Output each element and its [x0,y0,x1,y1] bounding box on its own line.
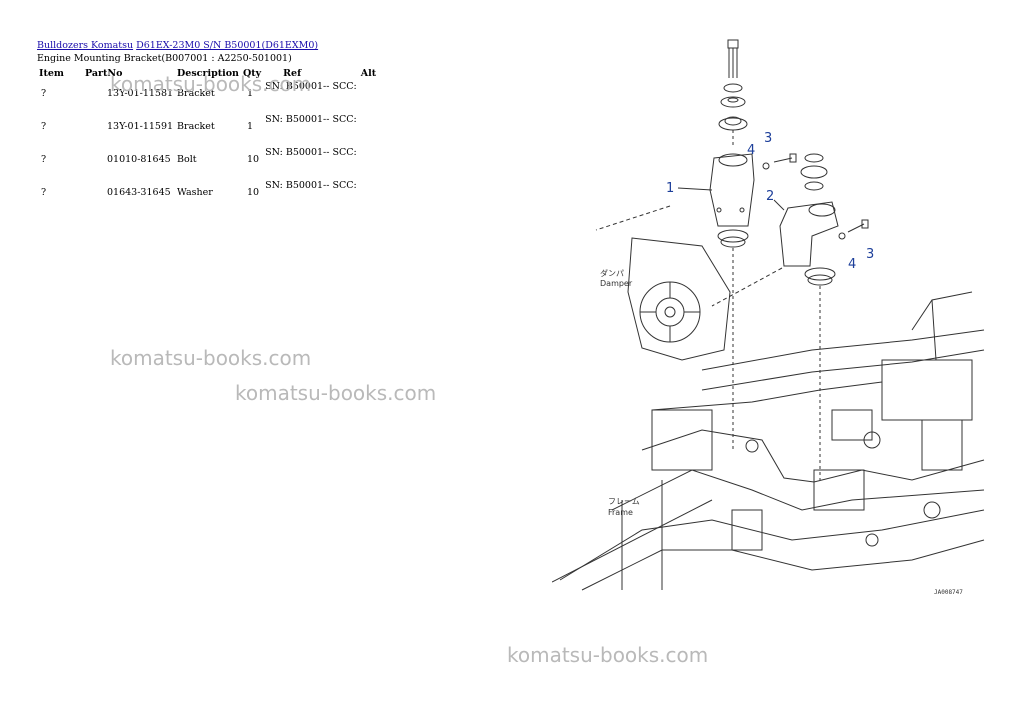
cell-partno: 13Y-01-11581 [107,88,174,99]
drawing-code: JA008747 [934,589,963,596]
col-header-description: Description [177,68,239,79]
cell-qty: 10 [246,154,260,165]
cell-description: Washer [177,187,213,198]
cell-alt [359,180,378,213]
callout-label: 3 [866,247,874,262]
watermark: komatsu-books.com [507,643,709,667]
callout-label: 2 [766,189,774,204]
cell-ref: SN: B50001-- SCC: [265,114,357,125]
cell-ref: SN: B50001-- SCC: [265,147,357,158]
frame-label-en: Frame [608,508,633,517]
cell-description: Bolt [177,154,197,165]
cell-item: ? [41,154,47,165]
cell-partno: 01010-81645 [107,154,171,165]
callout-label: 4 [747,143,755,158]
cell-partno: 13Y-01-11591 [107,121,174,132]
cell-ref: SN: B50001-- SCC: [265,180,357,191]
callout-label: 1 [666,181,674,196]
breadcrumb: Bulldozers Komatsu D61EX-23M0 S/N B50001… [37,40,318,51]
breadcrumb-link-bulldozers[interactable]: Bulldozers Komatsu [37,40,134,51]
parts-table: Item PartNo Description Qty Ref Alt ? 13… [37,66,378,213]
col-header-ref: Ref [283,68,302,79]
watermark: komatsu-books.com [235,381,437,405]
cell-description: Bracket [177,121,215,132]
cell-alt [359,147,378,180]
table-row: ? 01643-31645 Washer 10 SN: B50001-- SCC… [37,180,378,213]
callout-label: 3 [764,131,772,146]
cell-alt [359,114,378,147]
table-header-row: Item PartNo Description Qty Ref Alt [37,66,378,81]
col-header-partno: PartNo [85,68,123,79]
col-header-item: Item [39,68,64,79]
frame-label-jp: フレーム [608,497,640,506]
cell-item: ? [41,187,47,198]
table-row: ? 01010-81645 Bolt 10 SN: B50001-- SCC: [37,147,378,180]
watermark: komatsu-books.com [110,72,312,96]
exploded-parts-drawing: 1 2 3 4 3 4 ダンパ Damper フレーム Frame JA0087… [552,39,985,596]
page-subtitle: Engine Mounting Bracket(B007001 : A2250-… [37,53,292,64]
table-row: ? 13Y-01-11581 Bracket 1 SN: B50001-- SC… [37,81,378,114]
damper-label-en: Damper [600,279,633,288]
table-row: ? 13Y-01-11591 Bracket 1 SN: B50001-- SC… [37,114,378,147]
callout-label: 4 [848,257,856,272]
damper-label-jp: ダンパ [600,268,624,278]
cell-qty: 1 [246,121,254,132]
cell-item: ? [41,88,47,99]
cell-partno: 01643-31645 [107,187,171,198]
cell-description: Bracket [177,88,215,99]
cell-item: ? [41,121,47,132]
cell-alt [359,81,378,114]
breadcrumb-link-model[interactable]: D61EX-23M0 S/N B50001(D61EXM0) [136,40,319,51]
col-header-qty: Qty [242,68,262,79]
watermark: komatsu-books.com [110,346,312,370]
cell-qty: 1 [246,88,254,99]
cell-qty: 10 [246,187,260,198]
cell-ref: SN: B50001-- SCC: [265,81,357,92]
col-header-alt: Alt [360,68,377,79]
